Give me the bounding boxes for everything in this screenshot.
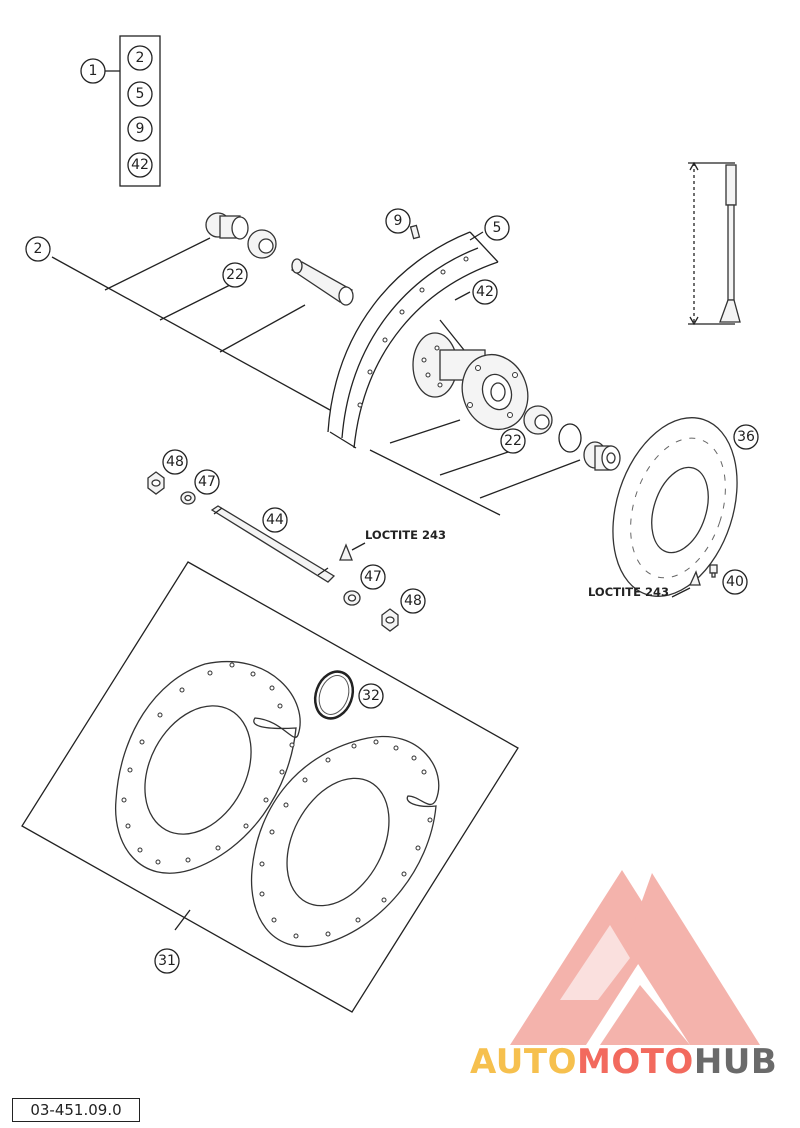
bearing-right: [523, 405, 553, 435]
watermark-text: AUTOMOTOHUB: [470, 1042, 777, 1082]
gasket-1: [114, 661, 301, 874]
axle: [210, 505, 336, 583]
svg-text:1: 1: [89, 63, 98, 79]
circlip: [558, 423, 582, 453]
callout-48-lower: 48: [400, 588, 426, 614]
rim: [327, 231, 499, 449]
callout-42: 42: [472, 279, 498, 305]
kit-item-5: 5: [127, 81, 153, 107]
leader-lines: [51, 225, 581, 516]
svg-text:2: 2: [34, 241, 43, 257]
callout-44: 44: [262, 507, 288, 533]
svg-text:42: 42: [131, 157, 149, 173]
svg-text:32: 32: [362, 688, 380, 704]
spacer-tube: [290, 258, 354, 306]
spoke-wrench: [688, 161, 741, 326]
screw-9: [409, 224, 421, 240]
callout-2: 2: [25, 236, 51, 262]
nut-left: [147, 471, 165, 495]
hub: [412, 332, 529, 430]
svg-text:40: 40: [726, 574, 744, 590]
loctite-note-lower: LOCTITE 243: [588, 585, 669, 599]
brake-disc: [612, 417, 738, 597]
kit-item-2: 2: [127, 45, 153, 71]
watermark-text-auto: AUTO: [470, 1042, 577, 1082]
callout-48-upper: 48: [162, 449, 188, 475]
callout-5: 5: [484, 215, 510, 241]
svg-text:48: 48: [166, 454, 184, 470]
svg-text:31: 31: [158, 953, 176, 969]
spacer-left: [205, 212, 249, 240]
callout-47-upper: 47: [194, 469, 220, 495]
spacer-right: [583, 441, 621, 471]
callout-1: 1: [80, 58, 106, 84]
svg-text:5: 5: [493, 220, 502, 236]
callout-32: 32: [358, 683, 384, 709]
svg-text:9: 9: [394, 213, 403, 229]
kit-item-42: 42: [127, 152, 153, 178]
svg-text:44: 44: [266, 512, 284, 528]
callout-31: 31: [154, 948, 180, 974]
callout-36: 36: [733, 424, 759, 450]
svg-text:22: 22: [226, 267, 244, 283]
nut-right: [381, 608, 399, 632]
washer-right: [343, 590, 361, 606]
callout-40: 40: [722, 569, 748, 595]
svg-text:42: 42: [476, 284, 494, 300]
svg-text:22: 22: [504, 433, 522, 449]
loctite-note-upper: LOCTITE 243: [365, 528, 446, 542]
watermark-text-hub: HUB: [693, 1042, 778, 1082]
ring-32: [313, 670, 355, 720]
svg-text:48: 48: [404, 593, 422, 609]
gasket-kit-box: [21, 561, 519, 1013]
watermark-logo: [510, 870, 760, 1045]
diagram-code: 03-451.09.0: [12, 1098, 140, 1122]
kit-item-9: 9: [127, 116, 153, 142]
loctite-drop-upper: [339, 542, 366, 561]
washer-left: [180, 491, 196, 505]
svg-text:5: 5: [136, 86, 145, 102]
svg-text:9: 9: [136, 121, 145, 137]
svg-text:47: 47: [198, 474, 216, 490]
watermark-text-moto: MOTO: [576, 1042, 694, 1082]
gasket-2: [250, 735, 440, 948]
bearing-left: [247, 229, 277, 259]
callout-47-lower: 47: [360, 564, 386, 590]
callout-9: 9: [385, 208, 411, 234]
callout-22-lower: 22: [500, 428, 526, 454]
callout-22-upper: 22: [222, 262, 248, 288]
disc-screw: [688, 564, 718, 586]
svg-text:2: 2: [136, 50, 145, 66]
svg-text:47: 47: [364, 569, 382, 585]
svg-text:36: 36: [737, 429, 755, 445]
